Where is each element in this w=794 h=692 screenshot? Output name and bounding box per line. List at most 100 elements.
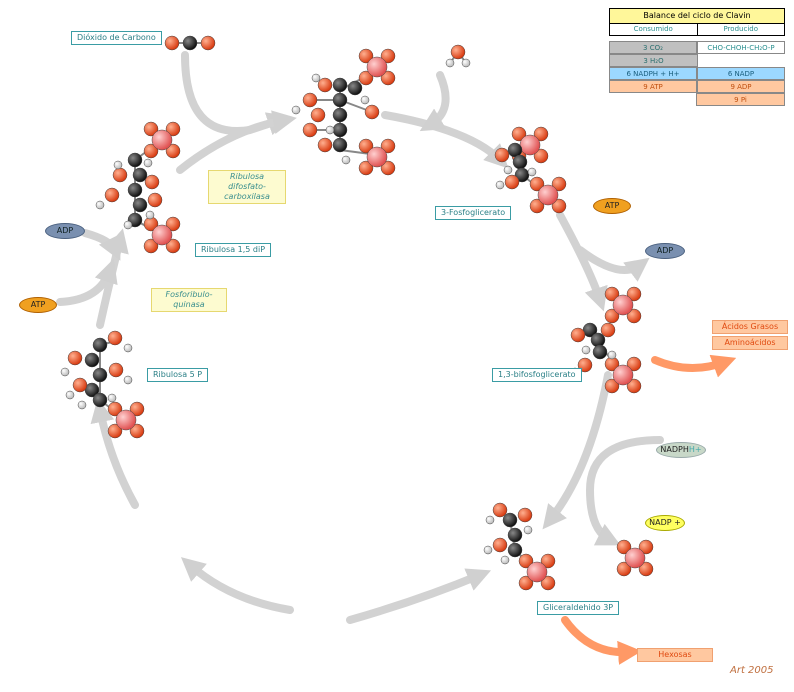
oxygen-atom — [511, 126, 527, 142]
carbon-atom — [512, 154, 528, 170]
balance-produced-cell: 9 Pi — [696, 93, 785, 106]
atp-right-oval: ATP — [593, 198, 631, 214]
nadp-oval: NADP + — [645, 515, 685, 531]
g3p-molecule — [483, 502, 556, 591]
oxygen-atom — [570, 327, 586, 343]
carbon-atom — [127, 182, 143, 198]
oxygen-atom — [626, 286, 642, 302]
hydrogen-atom — [527, 167, 537, 177]
arrow-co2-in — [181, 51, 292, 136]
oxygen-atom — [626, 356, 642, 372]
carbon-atom — [132, 167, 148, 183]
hydrogen-atom — [311, 73, 321, 83]
carbon-atom — [84, 352, 100, 368]
phosphorus-atom — [366, 146, 388, 168]
balance-consumed-cell: 3 CO₂ — [609, 41, 697, 54]
oxygen-atom — [638, 561, 654, 577]
phosphorus-atom — [519, 134, 541, 156]
oxygen-atom — [551, 176, 567, 192]
enzyme-kinase-label: Fosforibulo-quinasa — [151, 288, 227, 312]
oxygen-atom — [380, 70, 396, 86]
pga3-molecule — [494, 126, 567, 214]
oxygen-atom — [165, 216, 181, 232]
carbon-atom — [347, 80, 363, 96]
balance-row: 6 NADPH + H+6 NADP — [609, 67, 785, 80]
oxygen-atom — [107, 401, 123, 417]
oxygen-atom — [164, 35, 180, 51]
intermediate-molecule — [291, 48, 396, 176]
hydrogen-atom — [143, 158, 153, 168]
hydrogen-atom — [65, 390, 75, 400]
carbon-atom — [507, 527, 523, 543]
oxygen-atom — [533, 148, 549, 164]
oxygen-atom — [317, 77, 333, 93]
carbon-atom — [332, 77, 348, 93]
arrow-g3p-back — [346, 568, 492, 624]
bpg13-label: 1,3-bifosfoglicerato — [492, 368, 582, 382]
balance-consumed-cell — [609, 93, 696, 106]
balance-consumed-cell: 6 NADPH + H+ — [609, 67, 697, 80]
carbon-atom — [332, 92, 348, 108]
hydrogen-atom — [113, 160, 123, 170]
oxygen-atom — [604, 286, 620, 302]
carbon-atom — [332, 107, 348, 123]
oxygen-atom — [143, 121, 159, 137]
carbon-atom — [182, 35, 198, 51]
oxygen-atom — [600, 322, 616, 338]
oxygen-atom — [67, 350, 83, 366]
hydrogen-atom — [523, 525, 533, 535]
carbon-atom — [332, 137, 348, 153]
hydrogen-atom — [123, 375, 133, 385]
hydrogen-atom — [500, 555, 510, 565]
oxygen-atom — [104, 187, 120, 203]
pga3-label: 3-Fosfoglicerato — [435, 206, 512, 220]
phosphorus-atom — [151, 129, 173, 151]
co2-molecule — [164, 35, 216, 51]
nadph-h-text: H+ — [688, 445, 702, 454]
oxygen-atom — [380, 160, 396, 176]
oxygen-atom — [129, 423, 145, 439]
oxygen-atom — [380, 138, 396, 154]
oxygen-atom — [504, 174, 520, 190]
amino-acids-label: Aminoácidos — [712, 336, 788, 350]
hydrogen-atom — [503, 165, 513, 175]
carbon-atom — [92, 367, 108, 383]
hydrogen-atom — [291, 105, 301, 115]
oxygen-atom — [310, 107, 326, 123]
oxygen-atom — [540, 575, 556, 591]
oxygen-atom — [317, 137, 333, 153]
oxygen-atom — [638, 539, 654, 555]
oxygen-atom — [540, 553, 556, 569]
arrow-to-pga — [381, 111, 509, 169]
oxygen-atom — [450, 44, 466, 60]
oxygen-atom — [165, 238, 181, 254]
fatty-acids-label: Ácidos Grasos — [712, 320, 788, 334]
phosphorus-atom — [526, 561, 548, 583]
hydrogen-atom — [607, 350, 617, 360]
oxygen-atom — [358, 138, 374, 154]
hydrogen-atom — [495, 180, 505, 190]
adp-left-oval: ADP — [45, 223, 85, 239]
oxygen-atom — [492, 502, 508, 518]
balance-consumed-cell: 3 H₂O — [609, 54, 698, 67]
oxygen-atom — [626, 378, 642, 394]
balance-row: 3 H₂O — [609, 54, 785, 67]
oxygen-atom — [529, 176, 545, 192]
oxygen-atom — [143, 238, 159, 254]
carbon-atom — [92, 337, 108, 353]
oxygen-atom — [147, 192, 163, 208]
balance-row: 9 Pi — [609, 93, 785, 106]
phosphorus-atom — [537, 184, 559, 206]
oxygen-atom — [517, 507, 533, 523]
bpg13-molecule — [570, 286, 642, 394]
carbon-atom — [507, 542, 523, 558]
adp-right-oval: ADP — [645, 243, 685, 259]
hydrogen-atom — [341, 155, 351, 165]
oxygen-atom — [302, 92, 318, 108]
arrow-adp-out — [576, 246, 650, 282]
carbon-atom — [127, 152, 143, 168]
enzyme-rubisco-label: Ribulosa difosfato-carboxilasa — [208, 170, 286, 204]
